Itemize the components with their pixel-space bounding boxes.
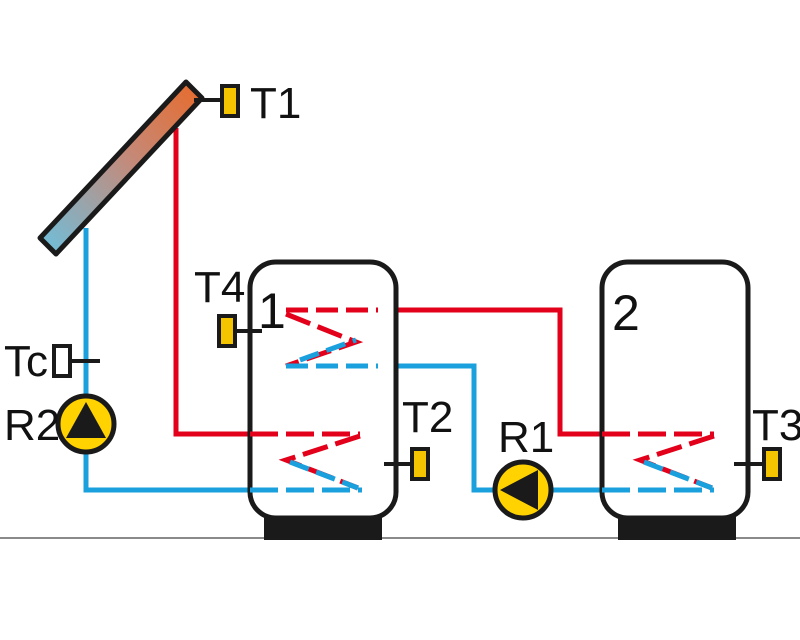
sensor-tc-icon [52,344,100,378]
sensor-t1-icon [194,84,240,118]
collector-hot-pipe [173,128,250,437]
tank-2-number: 2 [612,285,640,341]
transfer-hot-pipe [396,307,605,437]
tank-1-lower-coil [250,431,362,493]
label-r1: R1 [498,413,554,462]
label-t4: T4 [194,263,245,312]
tank-1-upper-coil [285,307,378,369]
label-r2: R2 [4,401,60,450]
sensor-t2-icon [384,447,430,481]
sensor-t3-icon [734,447,782,481]
label-t3: T3 [752,401,800,450]
label-tc: Tc [4,337,48,386]
tank-2-coil [602,431,715,493]
label-t1: T1 [250,79,301,128]
pump-r1-icon [492,459,554,521]
tank-1: 1 [247,259,399,540]
tank-2-body [599,259,751,521]
tank-2: 2 [599,259,751,540]
label-t2: T2 [402,393,453,442]
sensor-t4-icon [217,314,262,348]
pump-r2-icon [55,393,117,455]
tank-1-body [247,259,399,521]
collector-cold-pipe [83,228,250,493]
tank-1-number: 1 [258,283,286,339]
